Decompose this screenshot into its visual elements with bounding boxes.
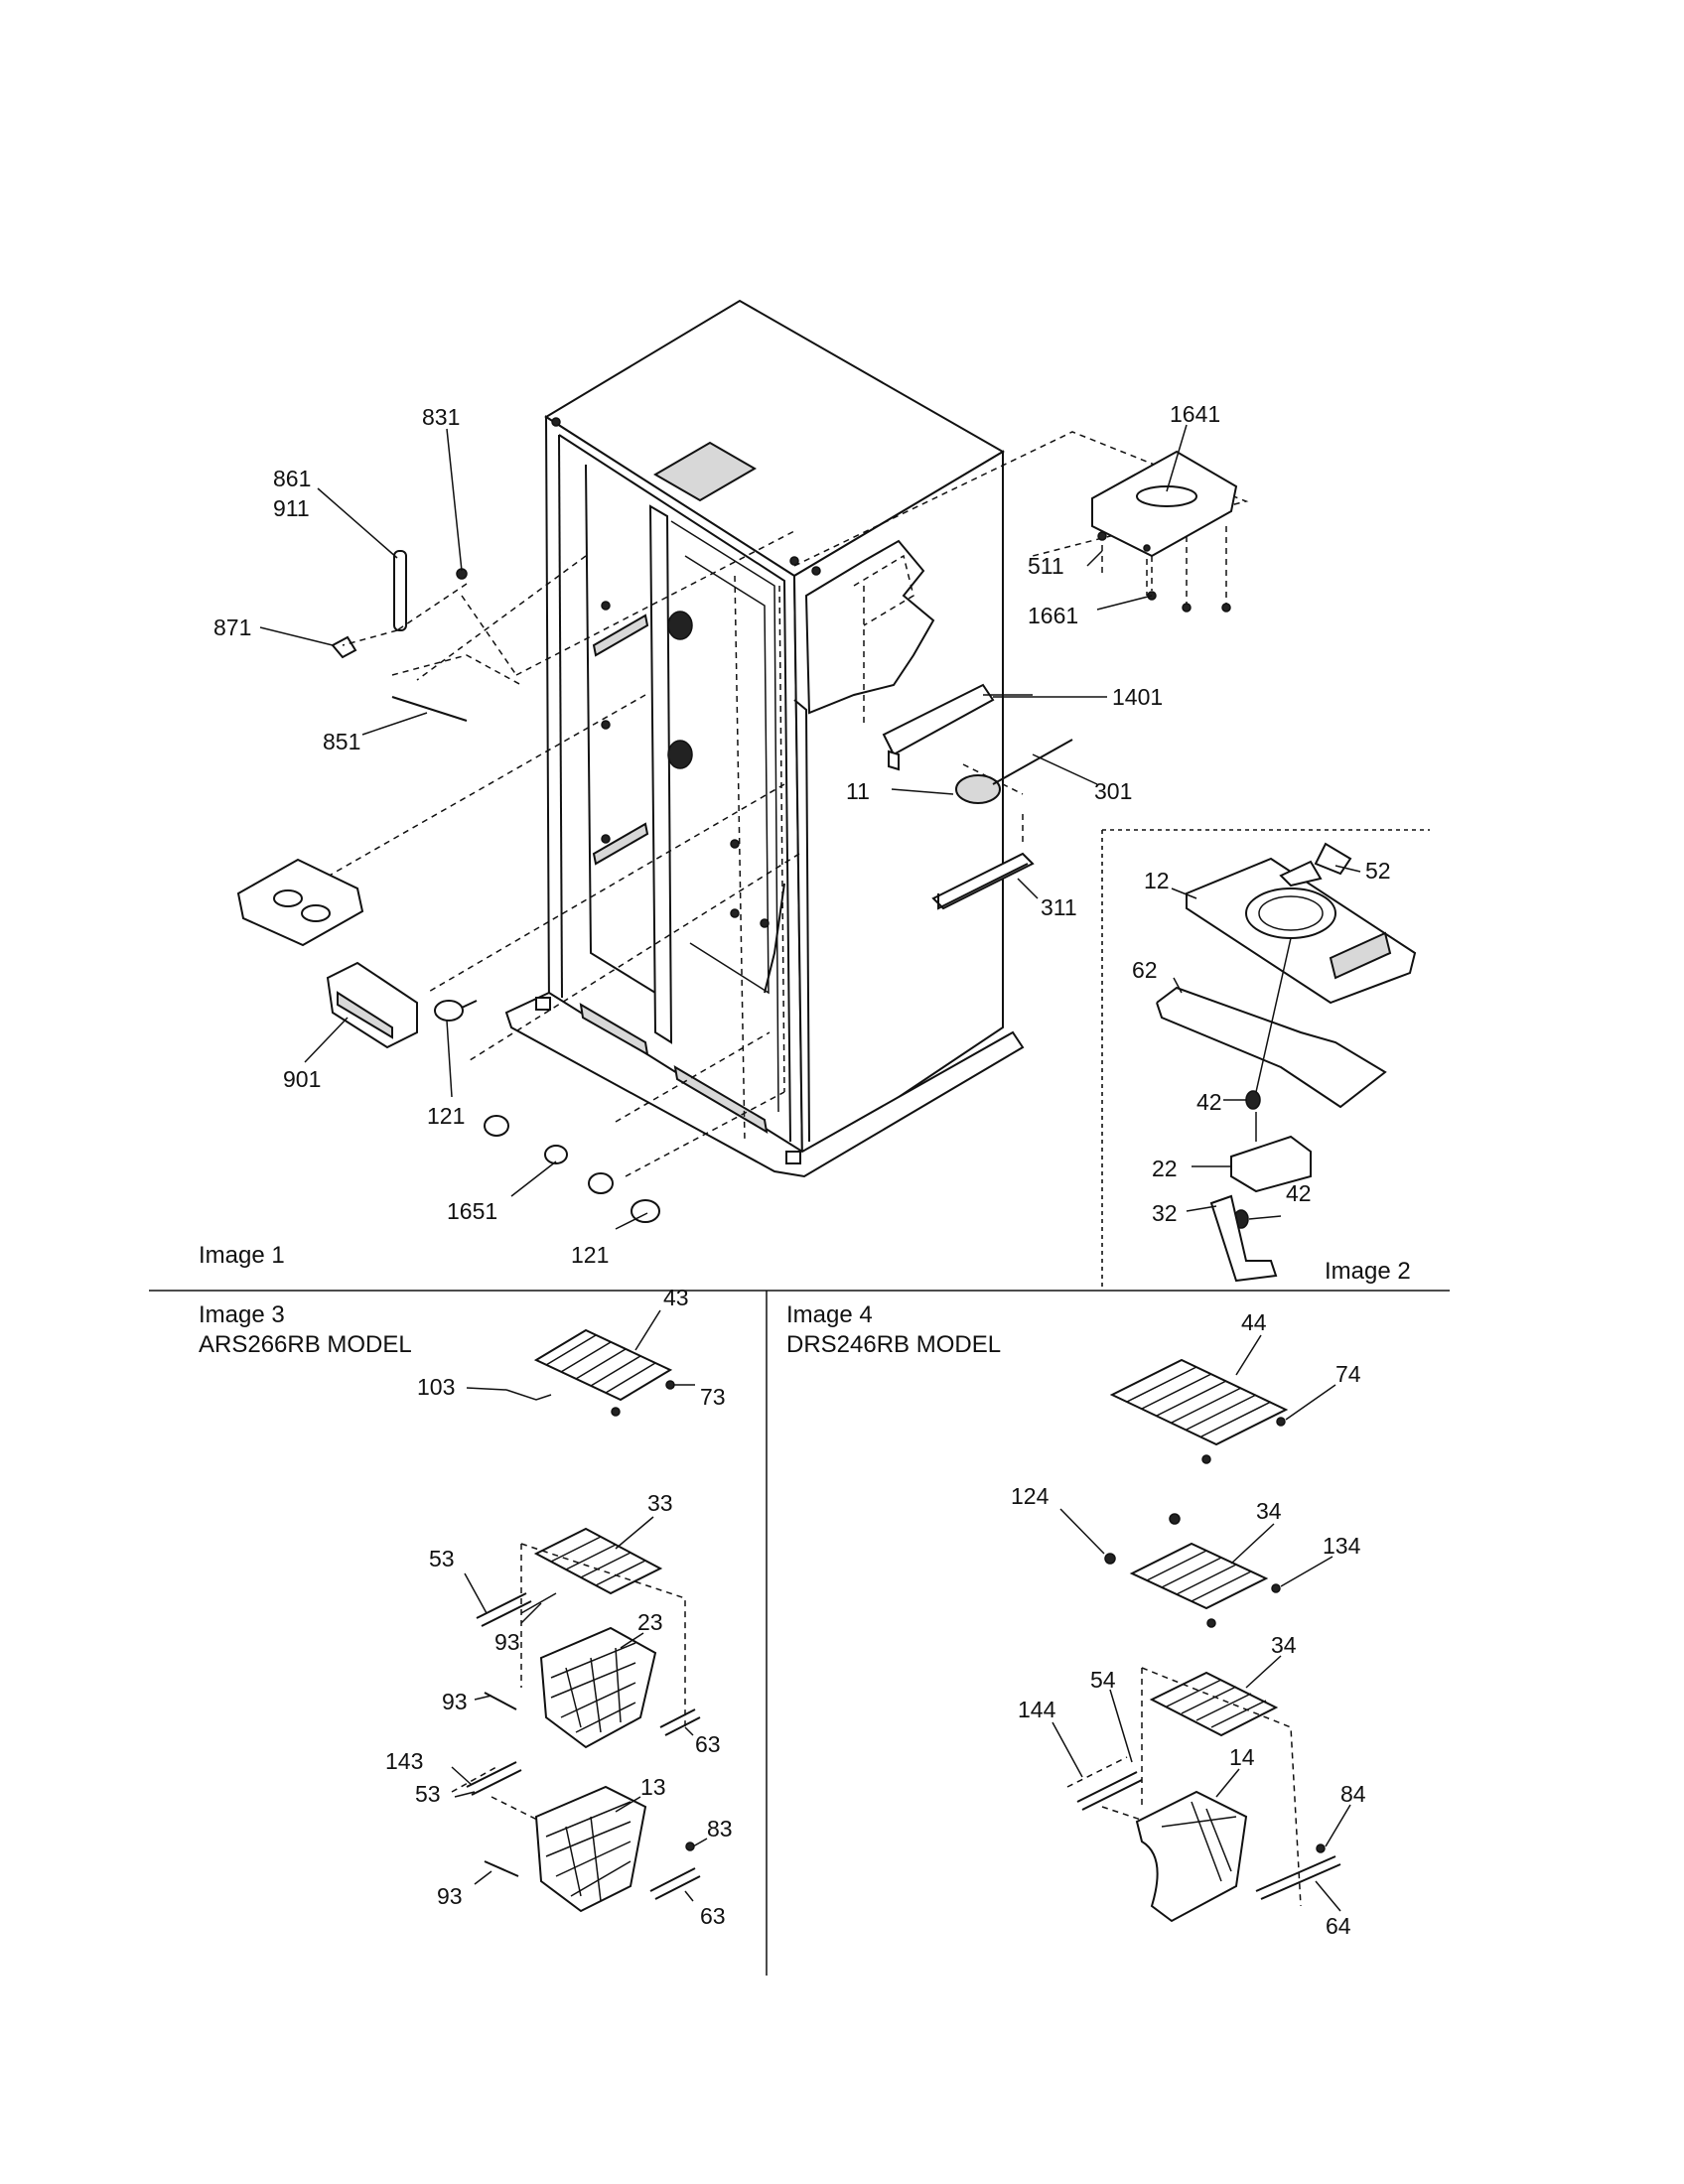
callout-74: 74 (1335, 1361, 1361, 1387)
callout-1401: 1401 (1112, 684, 1163, 710)
callout-52: 52 (1365, 858, 1391, 884)
callout-93-b: 93 (442, 1689, 468, 1714)
callout-103: 103 (417, 1374, 455, 1400)
leader-lines-image3 (451, 1309, 708, 1902)
callout-33: 33 (647, 1490, 673, 1516)
callout-851: 851 (323, 729, 360, 754)
leader-lines-image1 (259, 424, 1188, 1230)
callouts: 831 861 911 871 851 1641 511 1661 1401 1… (213, 401, 1391, 1939)
callout-62: 62 (1132, 957, 1158, 983)
image4-title: Image 4 (786, 1301, 873, 1328)
leader-lines-image4 (1052, 1334, 1351, 1912)
callout-73: 73 (700, 1384, 726, 1410)
callout-1661: 1661 (1028, 603, 1078, 628)
callout-63-a: 63 (695, 1731, 721, 1757)
callout-301: 301 (1094, 778, 1132, 804)
freezer-control-assembly (236, 858, 364, 947)
callout-134: 134 (1323, 1533, 1361, 1559)
callout-901: 901 (283, 1066, 321, 1092)
callout-13: 13 (640, 1774, 666, 1800)
callout-54: 54 (1090, 1667, 1116, 1693)
callout-831: 831 (422, 404, 460, 430)
callout-121-b: 121 (571, 1242, 609, 1268)
callout-93-c: 93 (437, 1883, 463, 1909)
callout-63-b: 63 (700, 1903, 726, 1929)
callout-42-b: 42 (1286, 1180, 1312, 1206)
callout-511: 511 (1028, 553, 1064, 579)
image3-model: ARS266RB MODEL (199, 1331, 412, 1358)
callout-22: 22 (1152, 1156, 1178, 1181)
leader-lines-image2 (1171, 865, 1361, 1220)
image4-model: DRS246RB MODEL (786, 1331, 1001, 1358)
bracket-311 (931, 852, 1035, 910)
image1-title: Image 1 (199, 1242, 285, 1269)
callout-34-b: 34 (1271, 1632, 1297, 1658)
control-housing-1401 (882, 683, 1033, 771)
assembly-lines-image1 (297, 431, 1249, 1177)
cabinet (504, 299, 1025, 1178)
callout-1651: 1651 (447, 1198, 497, 1224)
callout-871: 871 (213, 614, 251, 640)
callout-124: 124 (1011, 1483, 1050, 1509)
callout-64: 64 (1326, 1913, 1351, 1939)
callout-84: 84 (1340, 1781, 1366, 1807)
callout-53-b: 53 (415, 1781, 441, 1807)
callout-861: 861 (273, 466, 311, 491)
callout-311: 311 (1041, 894, 1077, 920)
callout-144: 144 (1018, 1697, 1056, 1722)
cover-901 (326, 961, 418, 1049)
callout-53-a: 53 (429, 1546, 455, 1571)
callout-44: 44 (1241, 1309, 1267, 1335)
callout-911: 911 (273, 495, 310, 521)
callout-34-a: 34 (1256, 1498, 1282, 1524)
callout-43: 43 (663, 1285, 689, 1310)
image3-parts (451, 1328, 701, 1913)
bracket-1641 (1091, 450, 1238, 613)
callout-93-a: 93 (494, 1629, 520, 1655)
callout-121-a: 121 (427, 1103, 465, 1129)
callout-83: 83 (707, 1816, 733, 1842)
callout-14: 14 (1229, 1744, 1255, 1770)
callout-23: 23 (637, 1609, 663, 1635)
callout-1641: 1641 (1170, 401, 1220, 427)
callout-143: 143 (385, 1748, 423, 1774)
panel-separators (149, 829, 1450, 1976)
fan-assembly (1156, 842, 1417, 1283)
lamp-sockets (434, 1000, 660, 1223)
callout-32: 32 (1152, 1200, 1178, 1226)
callout-11: 11 (846, 778, 870, 804)
parts-upper-left (331, 550, 522, 722)
image4-parts (1066, 1358, 1341, 1923)
image3-title: Image 3 (199, 1301, 285, 1328)
callout-12: 12 (1144, 868, 1170, 893)
thermostat-11 (955, 739, 1073, 804)
image2-title: Image 2 (1325, 1258, 1411, 1285)
callout-42-a: 42 (1196, 1089, 1222, 1115)
